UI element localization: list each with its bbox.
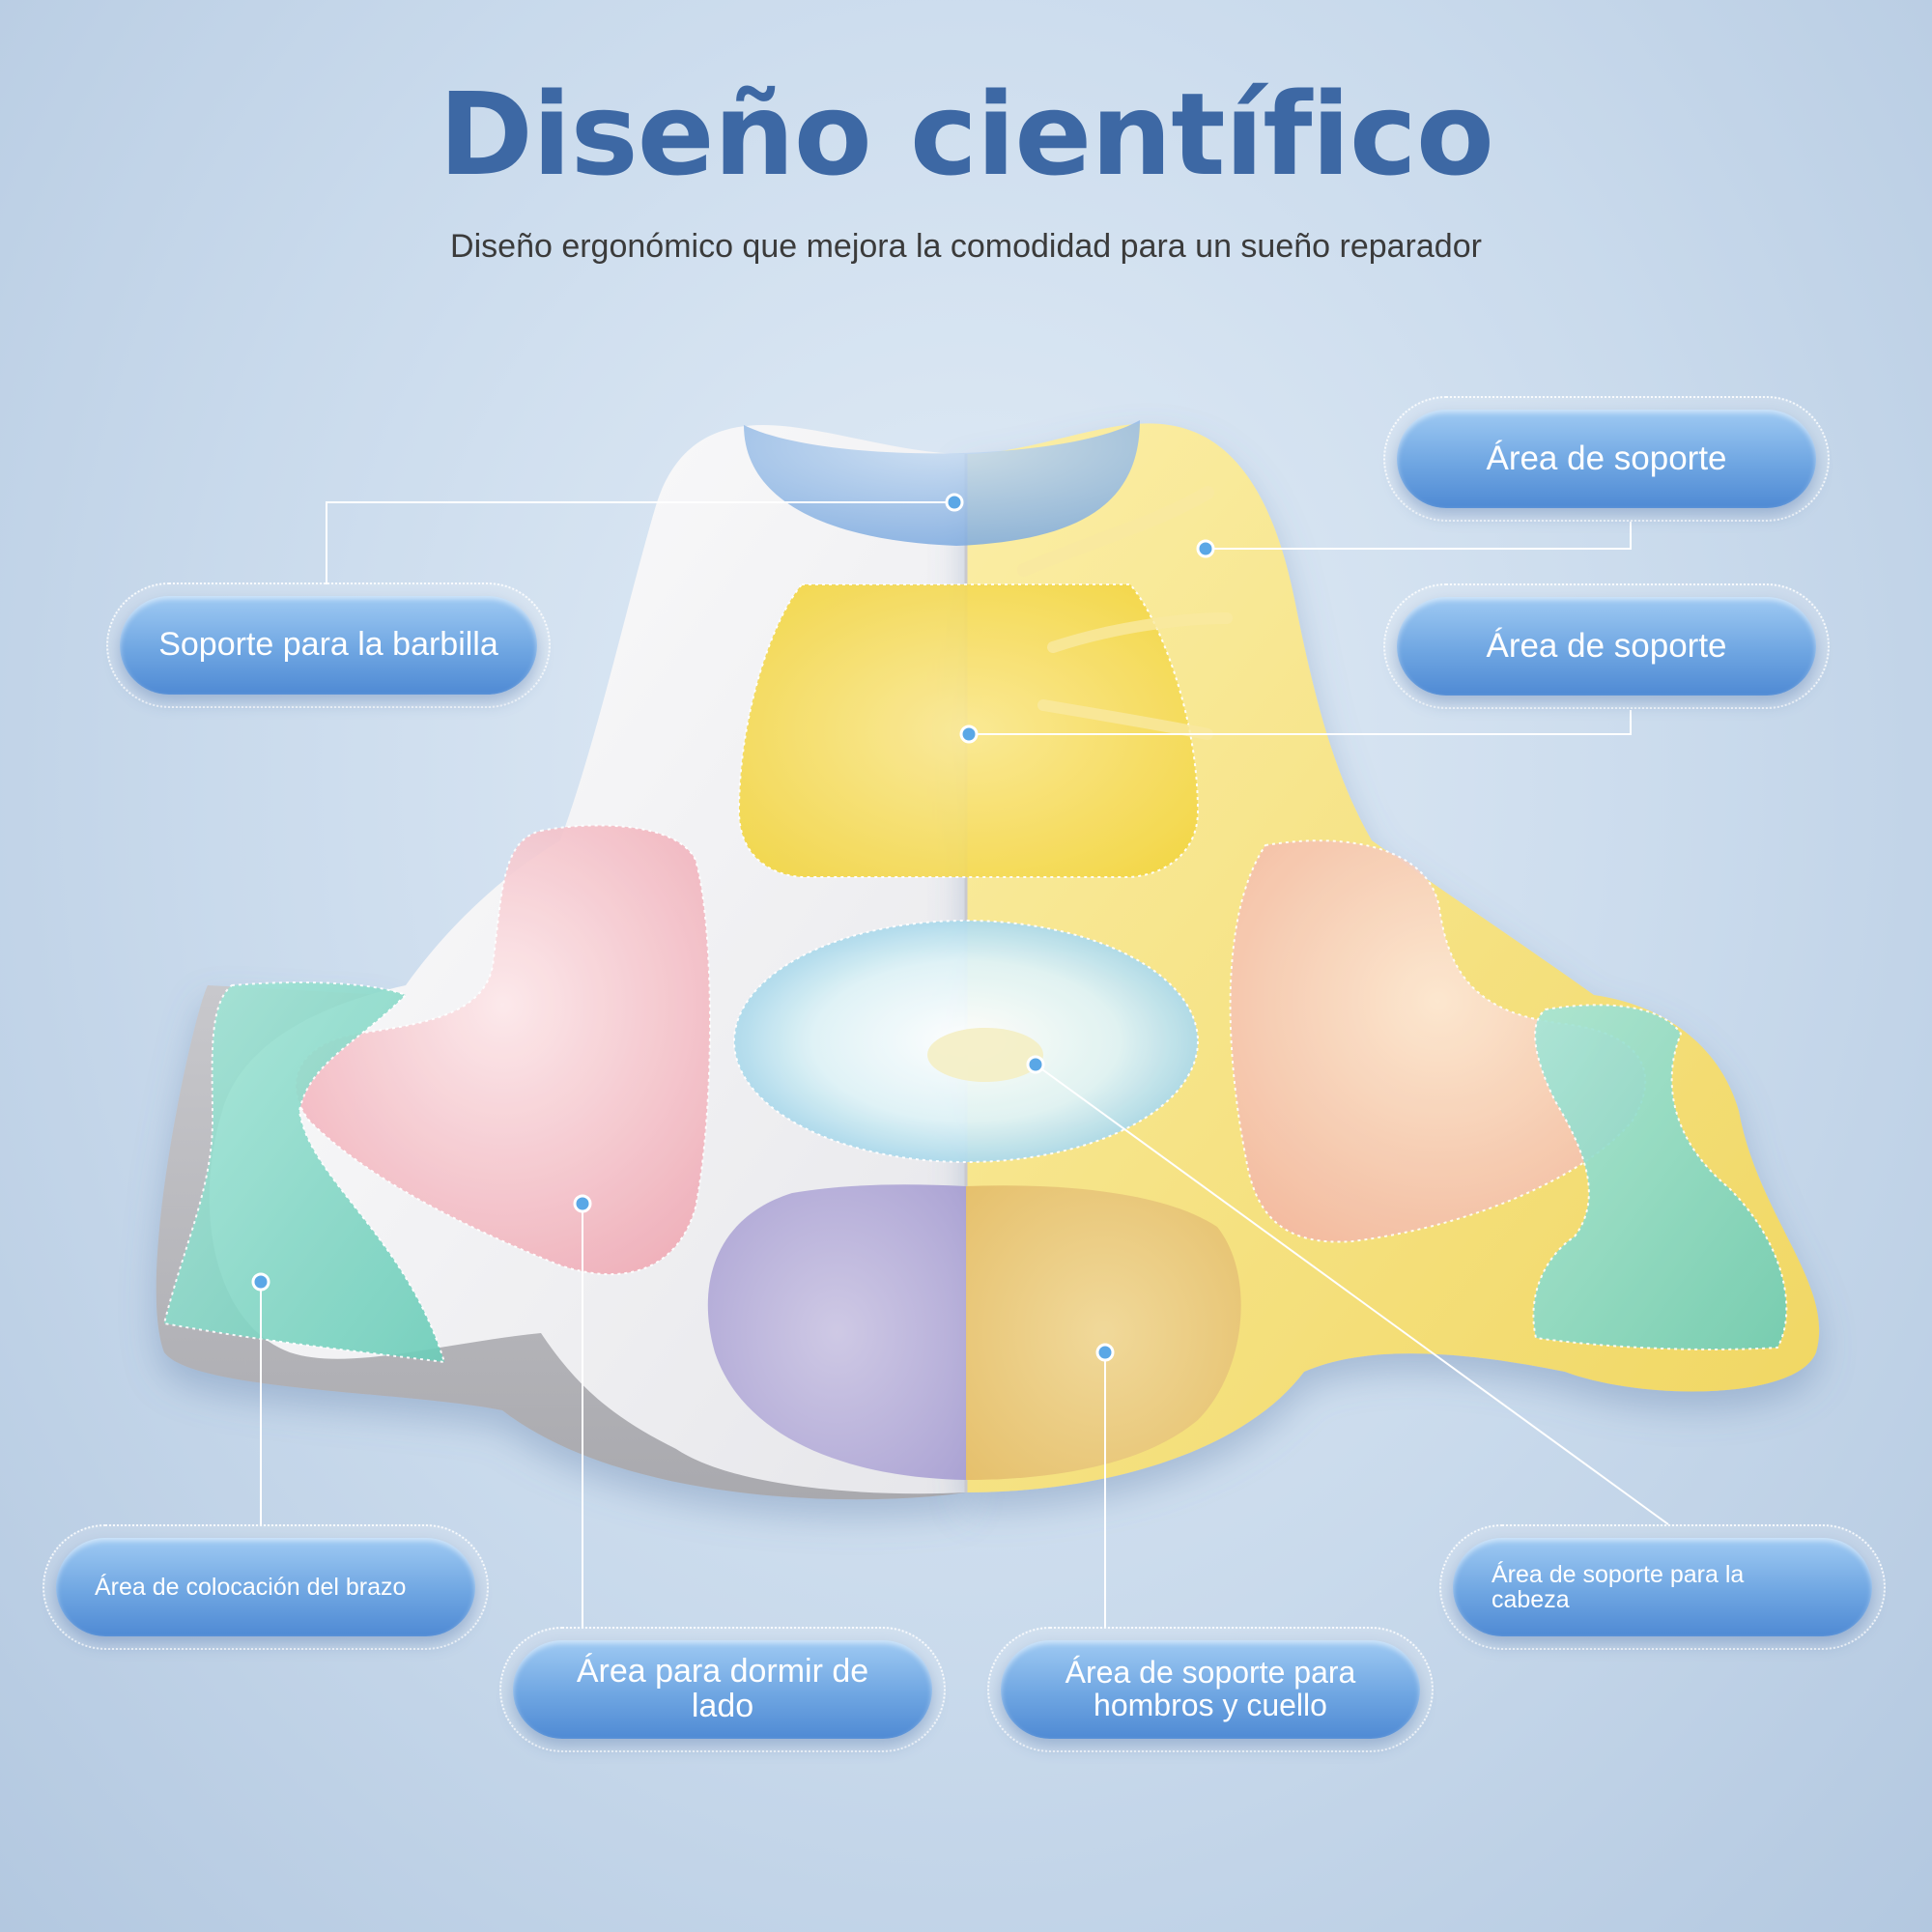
zone-arm-placement-right — [1532, 1004, 1788, 1350]
zone-side-sleep-right — [1229, 839, 1647, 1243]
label-support-area-1-text: Área de soporte — [1397, 410, 1816, 508]
page-subtitle: Diseño ergonómico que mejora la comodida… — [450, 228, 1482, 265]
dot-support-2 — [959, 724, 979, 744]
label-chin-support-text: Soporte para la barbilla — [120, 596, 537, 695]
zone-shoulder-neck-right — [966, 1185, 1241, 1480]
head-hole — [927, 1028, 1043, 1082]
leader-chin — [326, 501, 954, 584]
dot-shoulder — [1095, 1343, 1115, 1362]
label-shoulder-neck: Área de soporte para hombros y cuello — [987, 1627, 1434, 1752]
label-support-area-2-text: Área de soporte — [1397, 597, 1816, 696]
ridge-3 — [1037, 699, 1213, 740]
label-arm-placement-text: Área de colocación del brazo — [56, 1538, 475, 1636]
dot-support-1 — [1196, 539, 1215, 558]
page-title: Diseño científico — [439, 68, 1494, 201]
leader-lines — [260, 501, 1669, 1628]
leader-head — [1035, 1064, 1669, 1525]
label-support-area-1: Área de soporte — [1383, 396, 1830, 522]
zone-side-sleep-left — [295, 824, 711, 1276]
ridge-2 — [1047, 612, 1233, 653]
label-side-sleep: Área para dormir de lado — [499, 1627, 946, 1752]
label-shoulder-neck-text: Área de soporte para hombros y cuello — [1001, 1640, 1420, 1739]
leader-support-1 — [1206, 522, 1632, 550]
label-arm-placement: Área de colocación del brazo — [43, 1524, 489, 1650]
zone-arm-placement-left — [162, 981, 446, 1364]
label-support-area-2: Área de soporte — [1383, 583, 1830, 709]
dot-chin — [945, 493, 964, 512]
marker-dots — [251, 493, 1215, 1362]
label-side-sleep-text: Área para dormir de lado — [513, 1640, 932, 1739]
label-head-support: Área de soporte para la cabeza — [1439, 1524, 1886, 1650]
ridge-1 — [1017, 486, 1214, 577]
dot-side — [573, 1194, 592, 1213]
zone-chin-support — [744, 420, 1140, 546]
label-chin-support: Soporte para la barbilla — [106, 582, 551, 708]
dot-head — [1026, 1055, 1045, 1074]
leader-support-2 — [969, 710, 1632, 735]
dot-arm — [251, 1272, 270, 1292]
zone-shoulder-neck-left — [707, 1184, 966, 1480]
label-head-support-text: Área de soporte para la cabeza — [1453, 1538, 1872, 1636]
